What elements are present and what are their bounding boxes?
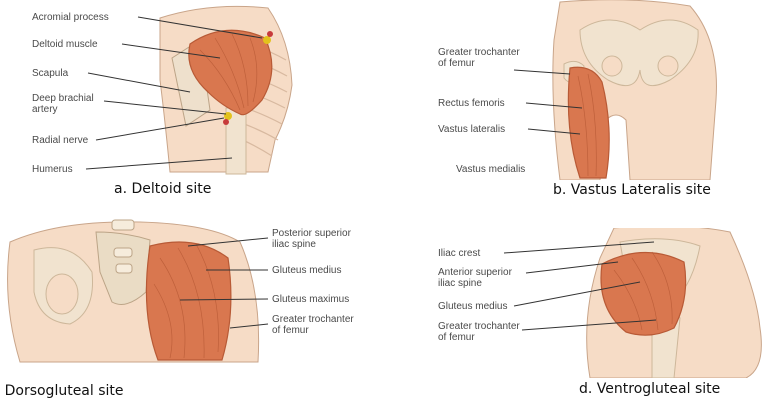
panel-deltoid: Acromial process Deltoid muscle Scapula … xyxy=(0,0,300,180)
caption-deltoid: a. Deltoid site xyxy=(114,181,211,197)
ventrogluteal-illustration: Iliac crest Anterior superior iliac spin… xyxy=(430,228,772,378)
label-humerus: Humerus xyxy=(32,164,73,175)
dorsogluteal-illustration: Posterior superior iliac spine Gluteus m… xyxy=(0,212,360,372)
label-iliac-spine-c: iliac spine xyxy=(272,239,316,250)
panel-ventrogluteal: Iliac crest Anterior superior iliac spin… xyxy=(430,228,772,378)
label-acromial-process: Acromial process xyxy=(32,12,109,23)
label-greater-trochanter-c: Greater trochanter xyxy=(272,314,354,325)
vastus-lateralis-illustration: Greater trochanter of femur Rectus femor… xyxy=(430,0,772,180)
label-of-femur-b: of femur xyxy=(438,58,475,69)
label-iliac-spine-d: iliac spine xyxy=(438,278,482,289)
label-gluteus-maximus: Gluteus maximus xyxy=(272,294,349,305)
label-vastus-lateralis: Vastus lateralis xyxy=(438,124,505,135)
caption-dorsogluteal: c. Dorsogluteal site xyxy=(0,383,124,399)
label-deltoid-muscle: Deltoid muscle xyxy=(32,39,98,50)
label-greater-trochanter-d: Greater trochanter xyxy=(438,321,520,332)
label-of-femur-c: of femur xyxy=(272,325,309,336)
label-artery: artery xyxy=(32,104,58,115)
label-radial-nerve: Radial nerve xyxy=(32,135,89,146)
label-scapula: Scapula xyxy=(32,68,69,79)
label-iliac-crest: Iliac crest xyxy=(438,248,480,259)
caption-ventrogluteal: d. Ventrogluteal site xyxy=(579,381,720,397)
label-greater-trochanter-b: Greater trochanter xyxy=(438,47,520,58)
caption-vastus-lateralis: b. Vastus Lateralis site xyxy=(553,182,711,198)
label-deep-brachial: Deep brachial xyxy=(32,93,94,104)
label-gluteus-medius-c: Gluteus medius xyxy=(272,265,341,276)
label-gluteus-medius-d: Gluteus medius xyxy=(438,301,507,312)
label-rectus-femoris: Rectus femoris xyxy=(438,98,505,109)
label-anterior-superior: Anterior superior xyxy=(438,267,513,278)
panel-vastus-lateralis: Greater trochanter of femur Rectus femor… xyxy=(430,0,772,180)
label-of-femur-d: of femur xyxy=(438,332,475,343)
label-posterior-superior: Posterior superior xyxy=(272,228,352,239)
label-vastus-medialis: Vastus medialis xyxy=(456,164,525,175)
deltoid-illustration: Acromial process Deltoid muscle Scapula … xyxy=(0,0,300,180)
panel-dorsogluteal: Posterior superior iliac spine Gluteus m… xyxy=(0,212,360,372)
